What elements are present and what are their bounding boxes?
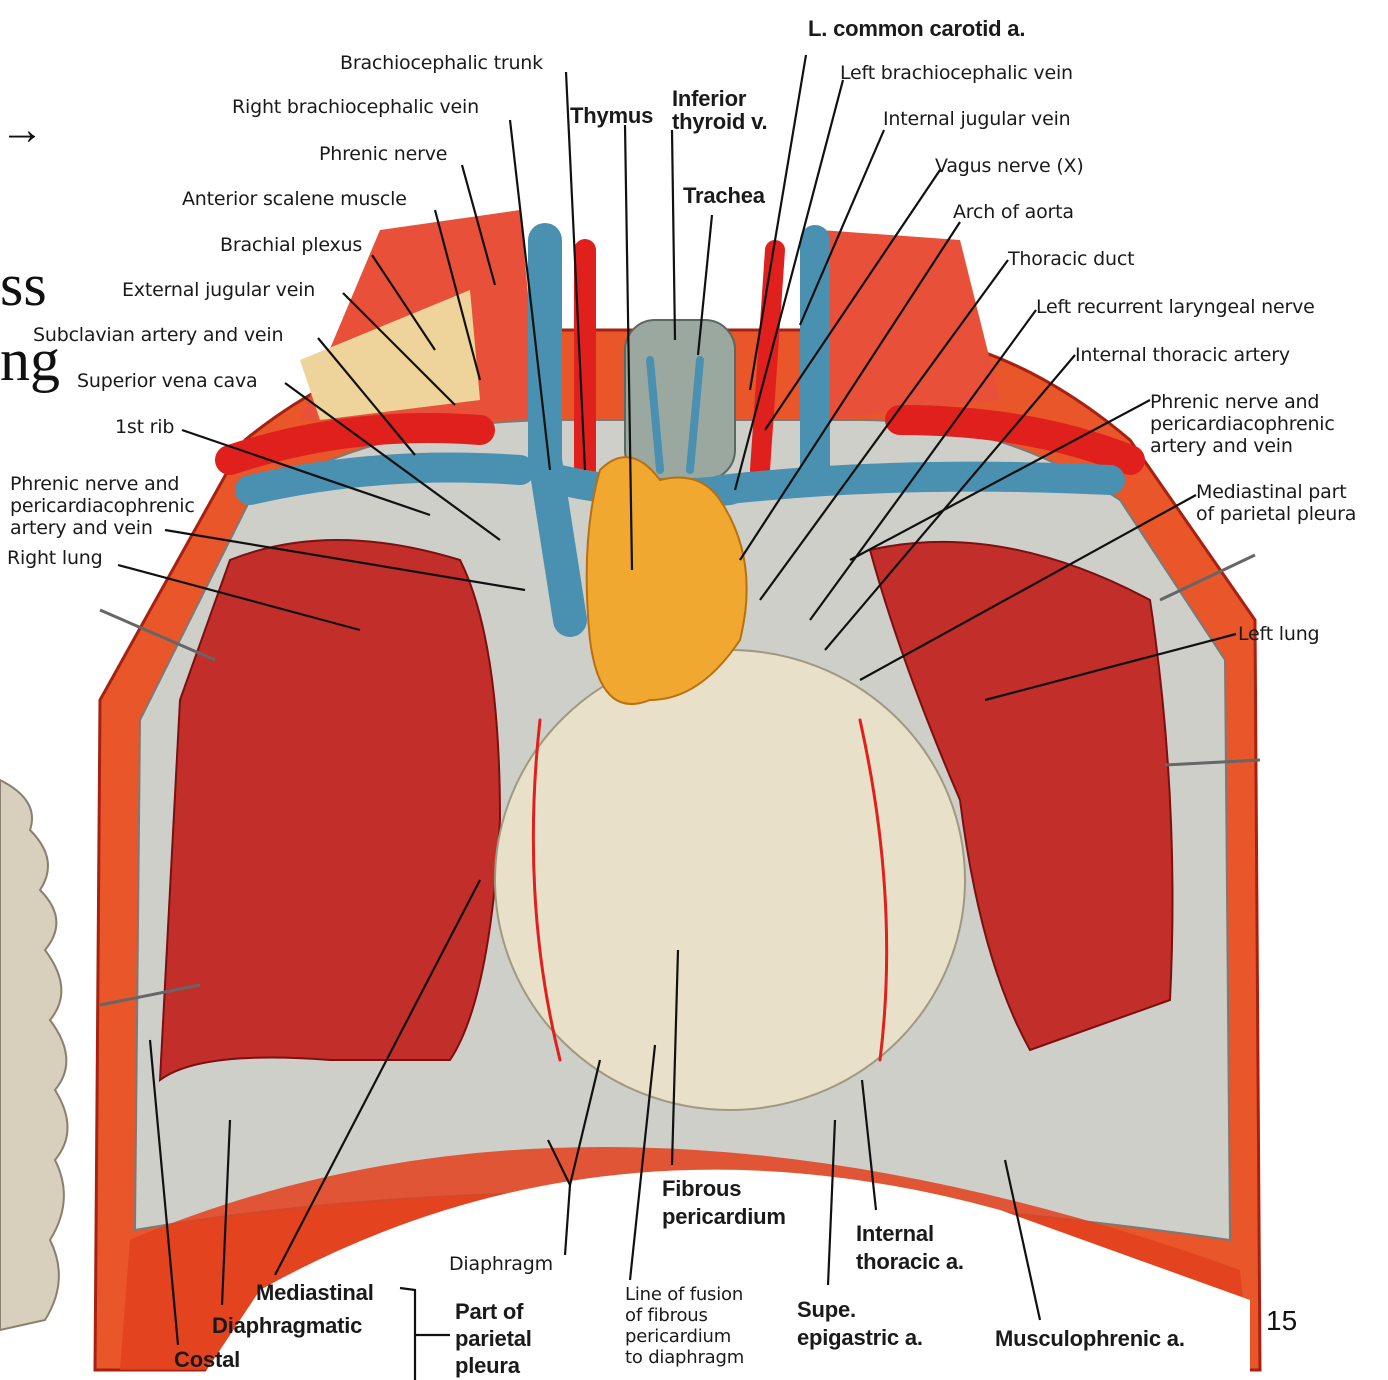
partial-text-ng: ng <box>0 327 60 393</box>
label-l-common-carotid: L. common carotid a. <box>808 16 1026 41</box>
trachea-shape <box>624 319 736 481</box>
label-internal-thoracic-artery: Internal thoracic artery <box>1075 344 1290 366</box>
label-mediastinal: Mediastinal <box>256 1280 374 1305</box>
label-thoracic-duct: Thoracic duct <box>1008 248 1135 270</box>
label-trachea: Trachea <box>683 183 765 208</box>
label-fibrous-pericardium: Fibrous pericardium <box>662 1176 786 1229</box>
label-phrenic-left-side: Phrenic nerve and pericardiacophrenic ar… <box>10 473 195 539</box>
label-internal-jugular-vein: Internal jugular vein <box>883 108 1071 130</box>
neck-muscles-right <box>820 230 1000 420</box>
label-musculophrenic: Musculophrenic a. <box>995 1326 1185 1351</box>
label-first-rib: 1st rib <box>115 416 175 438</box>
diaphragm-bottom-white <box>200 1169 1250 1380</box>
partial-text-ss: ss <box>0 252 47 318</box>
label-anterior-scalene: Anterior scalene muscle <box>182 188 407 210</box>
page-number: 15 <box>1266 1305 1298 1336</box>
label-part-of-parietal-pleura: Part of parietal pleura <box>455 1299 532 1378</box>
label-line-of-fusion: Line of fusion of fibrous pericardium to… <box>625 1284 745 1368</box>
label-right-brachiocephalic-vein: Right brachiocephalic vein <box>232 96 479 118</box>
label-supe-epigastric: Supe. epigastric a. <box>797 1297 923 1350</box>
arrow-partial: → <box>0 105 44 154</box>
label-inferior-thyroid: Inferior thyroid v. <box>672 86 768 134</box>
label-brachiocephalic-trunk: Brachiocephalic trunk <box>340 52 543 74</box>
label-right-lung: Right lung <box>7 547 103 569</box>
label-mediastinal-part: Mediastinal part of parietal pleura <box>1196 481 1357 525</box>
spine-illustration <box>0 778 69 1332</box>
thymus-gland <box>585 456 748 705</box>
label-diaphragmatic: Diaphragmatic <box>212 1313 363 1338</box>
label-brachial-plexus: Brachial plexus <box>220 234 363 256</box>
label-left-brachiocephalic-vein: Left brachiocephalic vein <box>840 62 1073 84</box>
label-superior-vena-cava: Superior vena cava <box>77 370 258 392</box>
label-subclavian: Subclavian artery and vein <box>33 324 284 346</box>
left-lung <box>868 540 1174 1052</box>
leader-lines <box>117 54 1237 1380</box>
label-thymus: Thymus <box>570 103 654 128</box>
label-internal-thoracic-a: Internal thoracic a. <box>856 1221 964 1274</box>
label-diaphragm: Diaphragm <box>449 1253 553 1275</box>
pins <box>99 553 1261 1007</box>
label-external-jugular-vein: External jugular vein <box>122 279 316 301</box>
label-vagus-nerve: Vagus nerve (X) <box>935 155 1084 177</box>
right-lung <box>158 539 502 1083</box>
label-arch-of-aorta: Arch of aorta <box>953 201 1074 223</box>
label-costal: Costal <box>174 1347 241 1372</box>
label-left-recurrent-laryngeal: Left recurrent laryngeal nerve <box>1036 296 1315 318</box>
pericardium <box>494 649 966 1111</box>
label-phrenic-nerve: Phrenic nerve <box>319 143 448 165</box>
label-left-lung: Left lung <box>1238 623 1320 645</box>
brachial-plexus <box>300 290 480 420</box>
label-phrenic-right-side: Phrenic nerve and pericardiacophrenic ar… <box>1150 391 1335 457</box>
